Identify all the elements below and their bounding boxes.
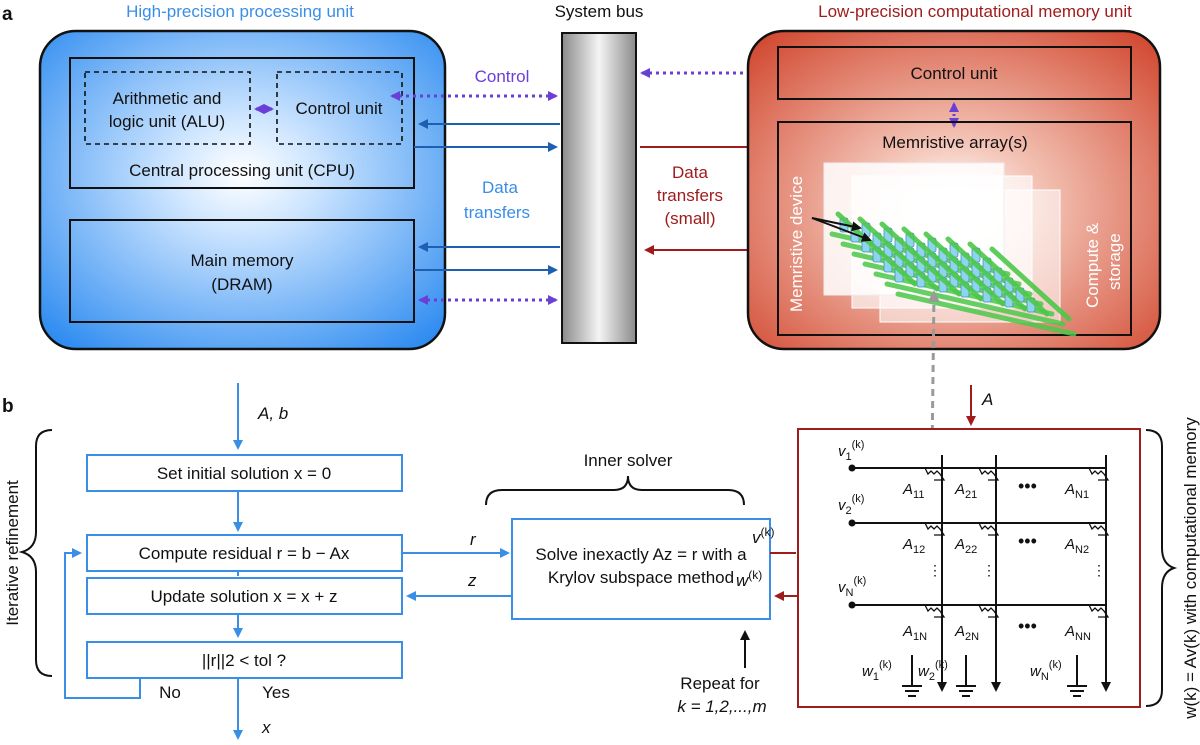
memristive-device-label: Memristive device	[787, 176, 806, 312]
no-label: No	[159, 683, 181, 702]
crossbar-bottom-line	[884, 281, 1066, 327]
lp-unit-title: Low-precision computational memory unit	[818, 2, 1132, 21]
inner-solver-label: Inner solver	[584, 451, 673, 470]
vdots-1: ⋮	[928, 562, 942, 578]
main-memory-line2: (DRAM)	[211, 275, 272, 294]
step-compute-residual-label: Compute residual r = b − Ax	[139, 544, 350, 563]
crossbar-brace	[1145, 429, 1178, 707]
memristive-array-label: Memristive array(s)	[882, 133, 1027, 152]
hp-processing-unit	[38, 29, 447, 351]
dots-rowN: •••	[1018, 616, 1037, 636]
no-loop-arrow	[64, 548, 141, 699]
ground-symbols	[902, 655, 1087, 697]
crossbar-schematic	[797, 428, 1141, 708]
step-compute-residual	[86, 534, 403, 572]
inner-solver-box	[511, 518, 771, 620]
iterative-brace	[18, 429, 53, 677]
iterative-refinement-label: Iterative refinement	[3, 480, 22, 626]
main-memory-line1: Main memory	[191, 251, 294, 270]
dots-row1: •••	[1018, 476, 1037, 496]
inner-solver-brace	[485, 475, 745, 506]
step-check-tolerance-label: ||r||2 < tol ?	[202, 651, 286, 670]
data-transfers-line1: Data	[482, 178, 518, 197]
repeat-line1: Repeat for	[680, 674, 760, 693]
output-label: x	[261, 718, 271, 737]
compute-storage-line1: Compute &	[1083, 222, 1102, 308]
hp-unit-title: High-precision processing unit	[126, 2, 354, 21]
computational-memory-label: w(k) = Av(k) with computational memory	[1181, 417, 1200, 720]
system-bus	[561, 32, 637, 344]
crossbar-top-line	[945, 236, 1028, 312]
wN-label: wN(k)	[1030, 659, 1062, 683]
solve-line2: Krylov subspace method	[548, 568, 734, 587]
step-check-tolerance	[86, 641, 403, 679]
step-update-solution	[86, 577, 403, 615]
input-label: A, b	[257, 404, 288, 423]
data-transfers-line2: transfers	[464, 203, 530, 222]
panel-a-letter: a	[2, 4, 13, 25]
z-label: z	[467, 571, 477, 590]
system-bus-label: System bus	[555, 2, 644, 21]
cpu-control-unit-label: Control unit	[296, 99, 383, 118]
device-pointer-2	[811, 217, 872, 242]
A-input-label: A	[981, 390, 993, 409]
alu-box	[84, 71, 251, 145]
control-label: Control	[475, 67, 530, 86]
memristive-array-box	[777, 121, 1132, 336]
crossbar-top-line	[923, 231, 1006, 307]
crossbar-labels: v1(k) v2(k) vN(k) A11 A21 ••• AN1 A12 A2…	[838, 439, 1106, 683]
crossbar-top-line	[967, 241, 1050, 317]
alu-label-line1: Arithmetic and	[113, 89, 222, 108]
panel-b-letter: b	[2, 396, 14, 417]
alu-label-line2: logic unit (ALU)	[109, 112, 225, 131]
cpu-box	[69, 57, 415, 189]
lp-control-unit-box	[777, 46, 1132, 100]
lp-control-unit-label: Control unit	[911, 64, 998, 83]
dots-row2: •••	[1018, 531, 1037, 551]
vdots-N: ⋮	[1092, 562, 1106, 578]
compute-storage-line2: storage	[1105, 233, 1124, 290]
repeat-line2: k = 1,2,...,m	[677, 697, 766, 716]
yes-label: Yes	[262, 683, 290, 702]
data-small-line1: Data	[672, 163, 708, 182]
device-pointer-1	[811, 217, 862, 232]
crossbar-top-line	[857, 216, 940, 292]
r-label: r	[470, 530, 477, 549]
data-small-line3: (small)	[665, 209, 716, 228]
solve-line1: Solve inexactly Az = r with a	[535, 545, 747, 564]
step-set-initial	[86, 454, 403, 492]
vdots-2: ⋮	[982, 562, 996, 578]
cpu-label: Central processing unit (CPU)	[129, 161, 355, 180]
resistor-stubs	[924, 467, 1110, 618]
crossbar-top-line	[989, 246, 1072, 322]
step-set-initial-label: Set initial solution x = 0	[157, 464, 331, 483]
crossbar-top-line	[901, 226, 984, 302]
data-small-line2: transfers	[657, 186, 723, 205]
step-update-solution-label: Update solution x = x + z	[150, 587, 337, 606]
crossbar-top-line	[879, 221, 962, 297]
